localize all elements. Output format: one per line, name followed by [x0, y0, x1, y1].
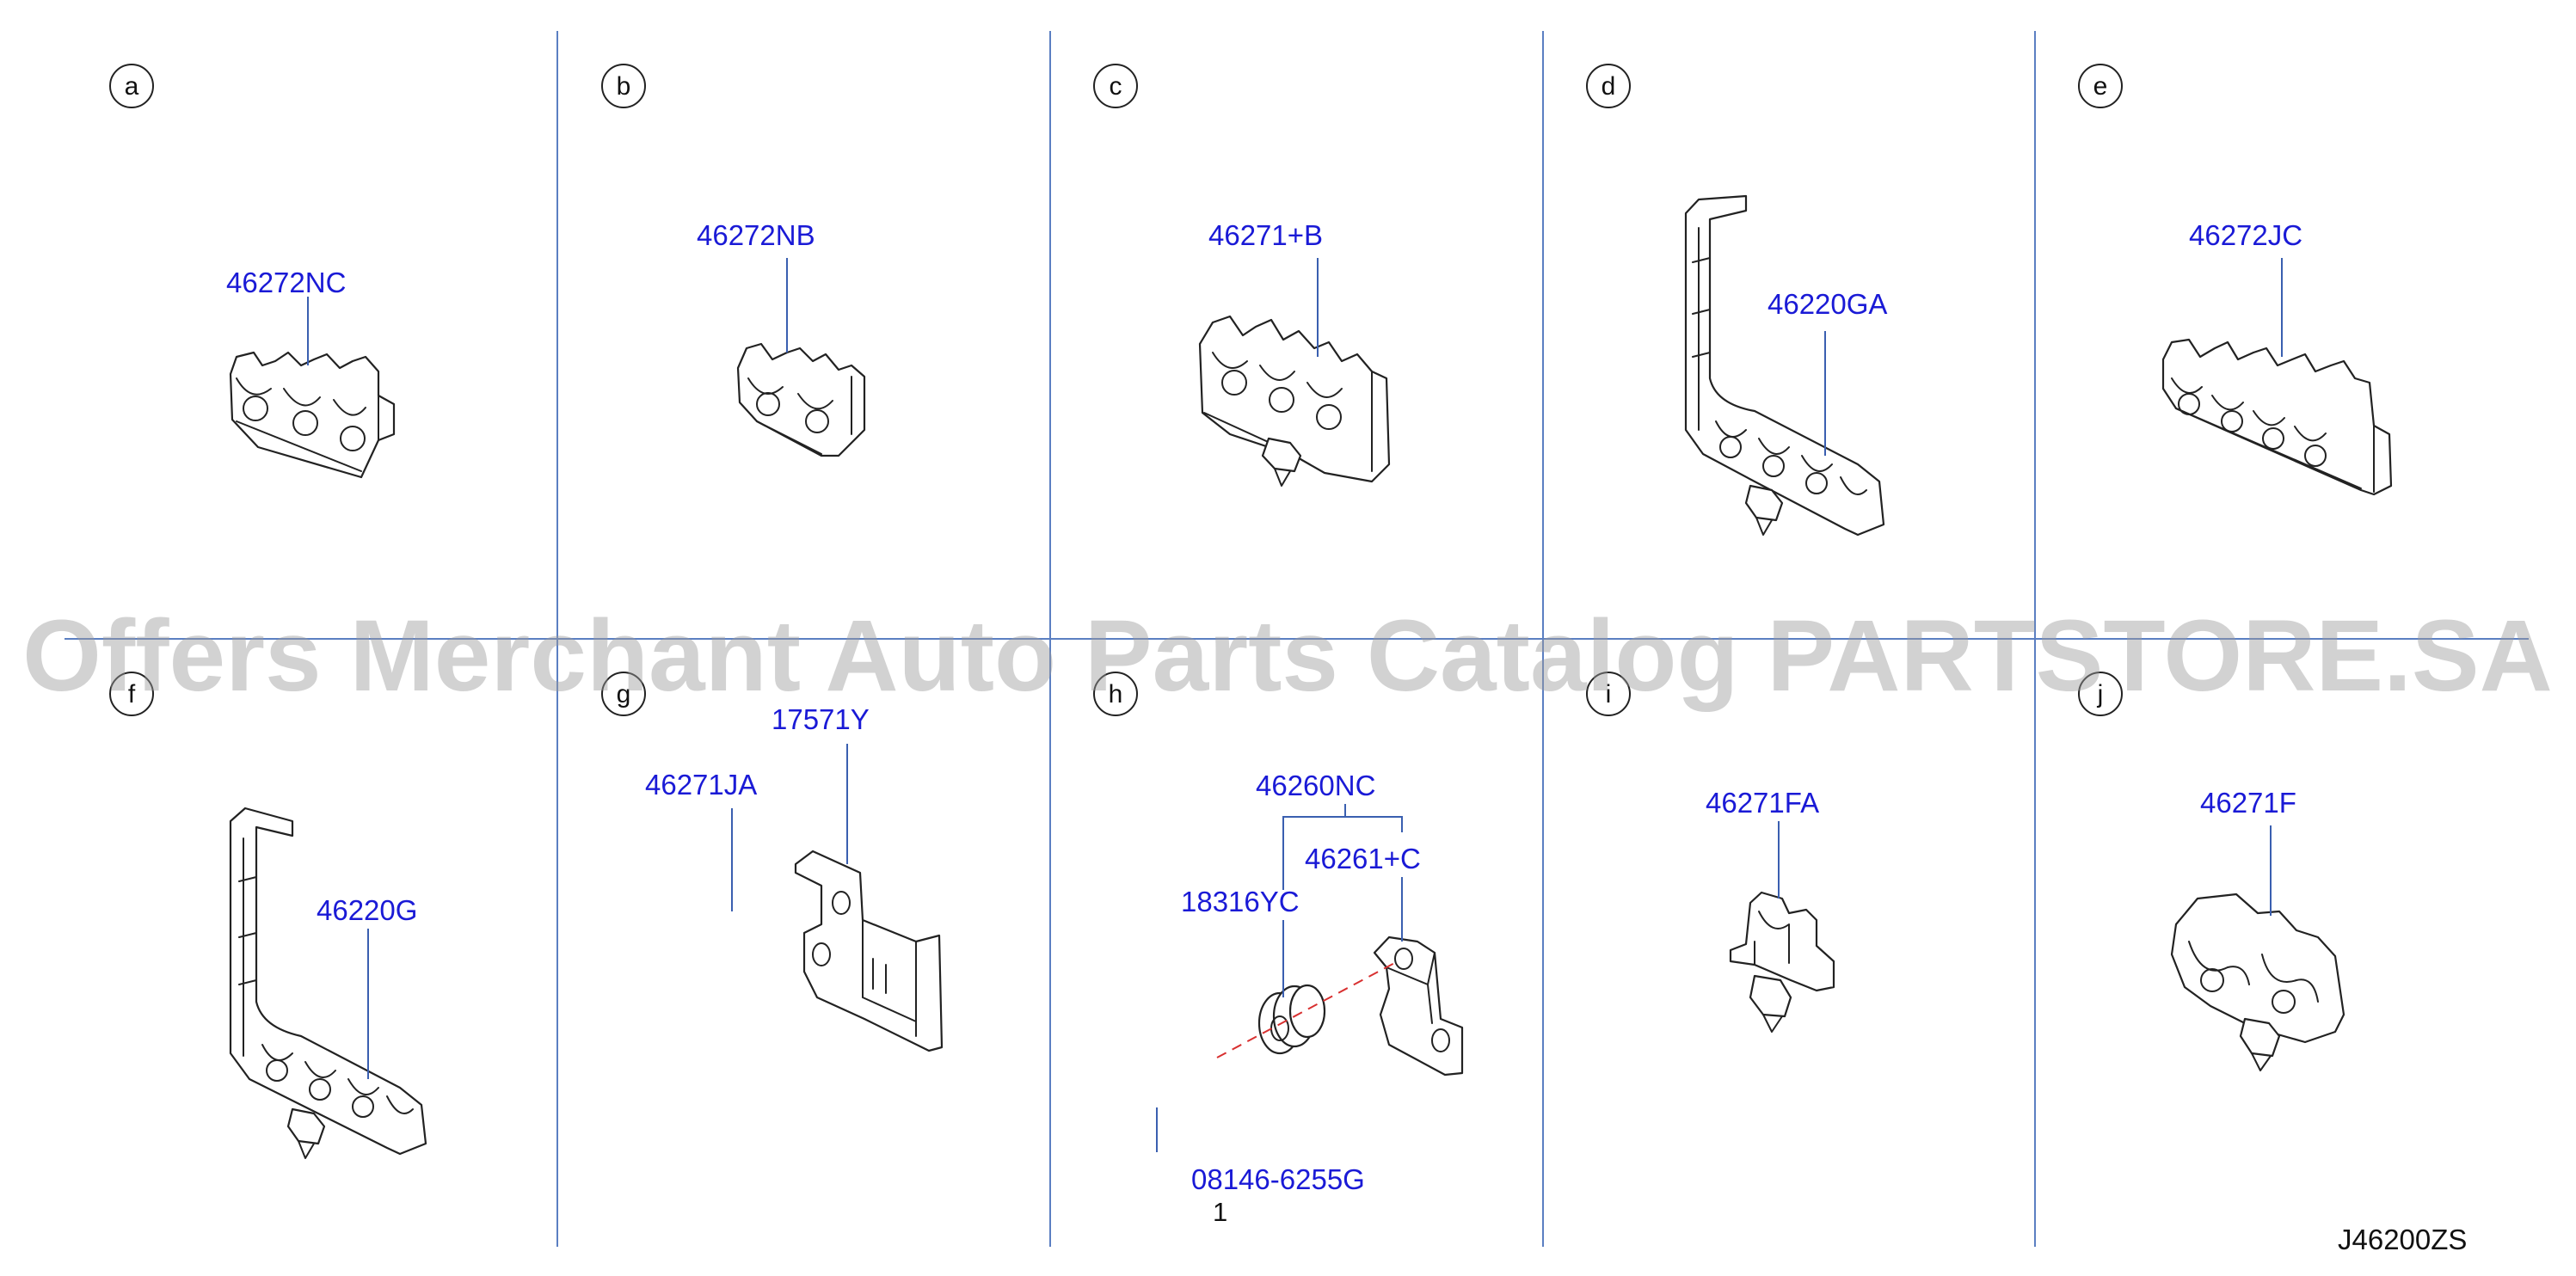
svg-text:a: a [125, 72, 139, 101]
panel-letter-f: f [109, 672, 154, 716]
leader-h-2 [1282, 816, 1403, 890]
clip-illustration-j [2170, 893, 2345, 1071]
clip-illustration-e [2161, 338, 2393, 496]
panel-h: 46260NC 46261+C 18316YC 08146-6255G 1 [1156, 770, 1464, 1227]
drawing-code: J46200ZS [2338, 1224, 2467, 1255]
clip-illustration-d [1684, 194, 1885, 537]
panel-e: 46272JC [2161, 219, 2393, 496]
part-label-46272jc[interactable]: 46272JC [2189, 219, 2302, 251]
part-label-46220g[interactable]: 46220G [317, 894, 417, 926]
panel-letter-g: g [601, 672, 646, 716]
watermark-text: Offers Merchant Auto Parts Catalog PARTS… [22, 599, 2553, 713]
bracket-illustration-h [1373, 936, 1464, 1077]
svg-text:h: h [1109, 680, 1123, 709]
panel-i: 46271FA [1706, 787, 1835, 1033]
part-label-46220ga[interactable]: 46220GA [1768, 288, 1887, 320]
panel-letter-i: i [1586, 672, 1631, 716]
panel-letter-h: h [1093, 672, 1138, 716]
panel-j: 46271F [2170, 787, 2345, 1071]
panel-grid [65, 31, 2529, 1247]
panel-c: 46271+B [1198, 219, 1391, 487]
panel-letter-d: d [1586, 64, 1631, 108]
panel-letter-e: e [2078, 64, 2123, 108]
part-label-46271f[interactable]: 46271F [2200, 787, 2296, 819]
part-label-08146-6255g[interactable]: 08146-6255G [1191, 1163, 1365, 1195]
panel-f: 46220G [229, 807, 427, 1159]
bracket-illustration-g [794, 850, 944, 1052]
part-label-46272nb[interactable]: 46272NB [697, 219, 815, 251]
svg-text:f: f [128, 680, 136, 709]
part-label-18316yc[interactable]: 18316YC [1181, 886, 1300, 917]
panel-b: 46272NB [697, 219, 866, 457]
svg-text:e: e [2093, 72, 2108, 101]
svg-text:d: d [1602, 72, 1616, 101]
svg-text:i: i [1606, 680, 1612, 709]
svg-text:j: j [2097, 680, 2104, 709]
part-label-46271b[interactable]: 46271+B [1208, 219, 1323, 251]
panel-g: 17571Y 46271JA [645, 703, 944, 1052]
panel-a: 46272NC [226, 267, 396, 479]
part-label-46260nc[interactable]: 46260NC [1256, 770, 1375, 801]
panel-letters: a b c d e f g h i j [109, 64, 2123, 716]
grommet-illustration [1257, 984, 1326, 1055]
panel-letter-a: a [109, 64, 154, 108]
clip-illustration-i [1729, 891, 1835, 1033]
panel-letter-j: j [2078, 672, 2123, 716]
part-label-46271ja[interactable]: 46271JA [645, 769, 757, 801]
clip-illustration-f [229, 807, 427, 1159]
part-label-46271fa[interactable]: 46271FA [1706, 787, 1819, 819]
clip-illustration-c [1198, 315, 1391, 487]
clip-illustration-a [229, 351, 396, 479]
quantity-label: 1 [1213, 1197, 1227, 1227]
part-label-46272nc[interactable]: 46272NC [226, 267, 346, 298]
svg-text:b: b [617, 72, 631, 101]
part-label-17571y[interactable]: 17571Y [772, 703, 870, 735]
panel-d: 46220GA [1684, 194, 1887, 537]
panel-letter-b: b [601, 64, 646, 108]
svg-text:g: g [617, 680, 631, 709]
clip-illustration-b [736, 342, 866, 457]
panel-letter-c: c [1093, 64, 1138, 108]
part-label-46261c[interactable]: 46261+C [1305, 843, 1421, 874]
svg-text:c: c [1110, 72, 1122, 101]
